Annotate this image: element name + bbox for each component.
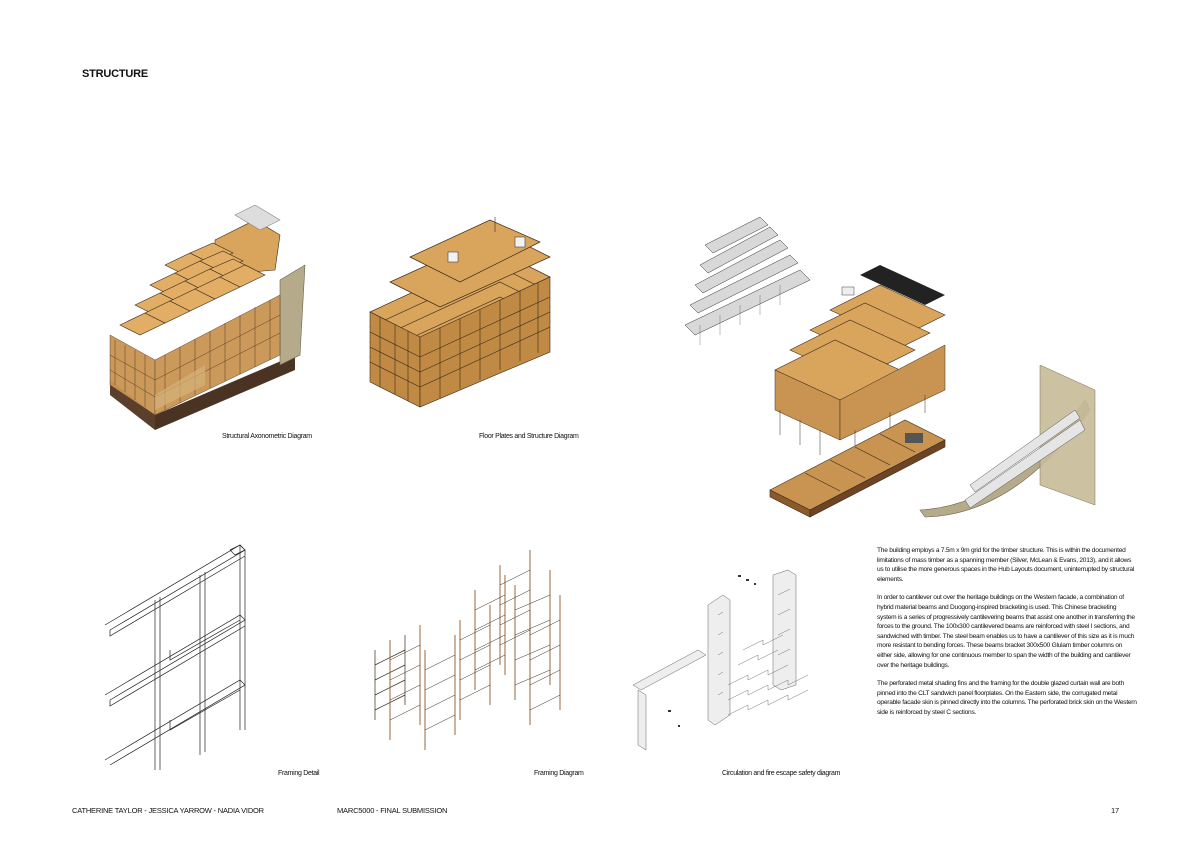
paragraph-grid: The building employs a 7.5m x 9m grid fo… (877, 547, 1135, 583)
exploded-axonometric-diagram (684, 216, 1096, 518)
circulation-fire-escape-diagram (632, 569, 809, 751)
page-number: 17 (1111, 806, 1119, 815)
caption-framing-diagram: Framing Diagram (534, 770, 584, 777)
caption-framing-detail: Framing Detail (278, 770, 320, 777)
structural-axonometric-diagram (109, 205, 306, 430)
page-title: STRUCTURE (82, 68, 149, 80)
structure-description: The building employs a 7.5m x 9m grid fo… (877, 546, 1137, 727)
framing-detail-diagram (104, 544, 246, 770)
framing-diagram (374, 550, 561, 750)
footer-course: MARC5000 - FINAL SUBMISSION (337, 806, 448, 815)
paragraph-facade: The perforated metal shading fins and th… (877, 680, 1137, 716)
caption-structural-axonometric: Structural Axonometric Diagram (222, 433, 312, 440)
caption-circulation: Circulation and fire escape safety diagr… (722, 770, 841, 777)
paragraph-cantilever: In order to cantilever out over the heri… (877, 594, 1135, 669)
caption-floor-plates: Floor Plates and Structure Diagram (479, 433, 579, 440)
floor-plates-structure-diagram (369, 217, 551, 408)
footer-authors: CATHERINE TAYLOR - JESSICA YARROW - NADI… (72, 806, 264, 815)
